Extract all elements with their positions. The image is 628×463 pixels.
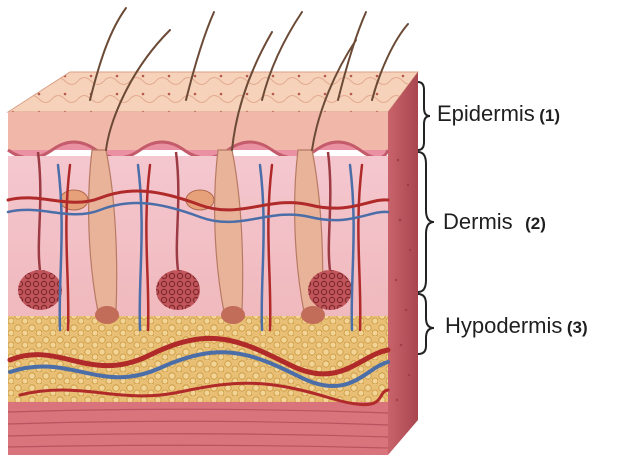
brace-epidermis — [418, 82, 430, 150]
brace-hypodermis — [418, 294, 434, 354]
right-side-face — [388, 72, 418, 455]
label-dermis-name: Dermis — [443, 209, 513, 234]
brace-dermis — [418, 152, 434, 292]
skin-surface — [8, 72, 418, 112]
label-hypodermis: Hypodermis (3) — [445, 313, 588, 339]
label-dermis-number: (2) — [525, 214, 546, 233]
label-epidermis-number: (1) — [539, 106, 560, 125]
label-hypodermis-number: (3) — [567, 318, 588, 337]
label-epidermis: Epidermis (1) — [437, 101, 560, 127]
label-epidermis-name: Epidermis — [437, 101, 535, 126]
label-dermis: Dermis (2) — [443, 209, 546, 235]
label-hypodermis-name: Hypodermis — [445, 313, 562, 338]
